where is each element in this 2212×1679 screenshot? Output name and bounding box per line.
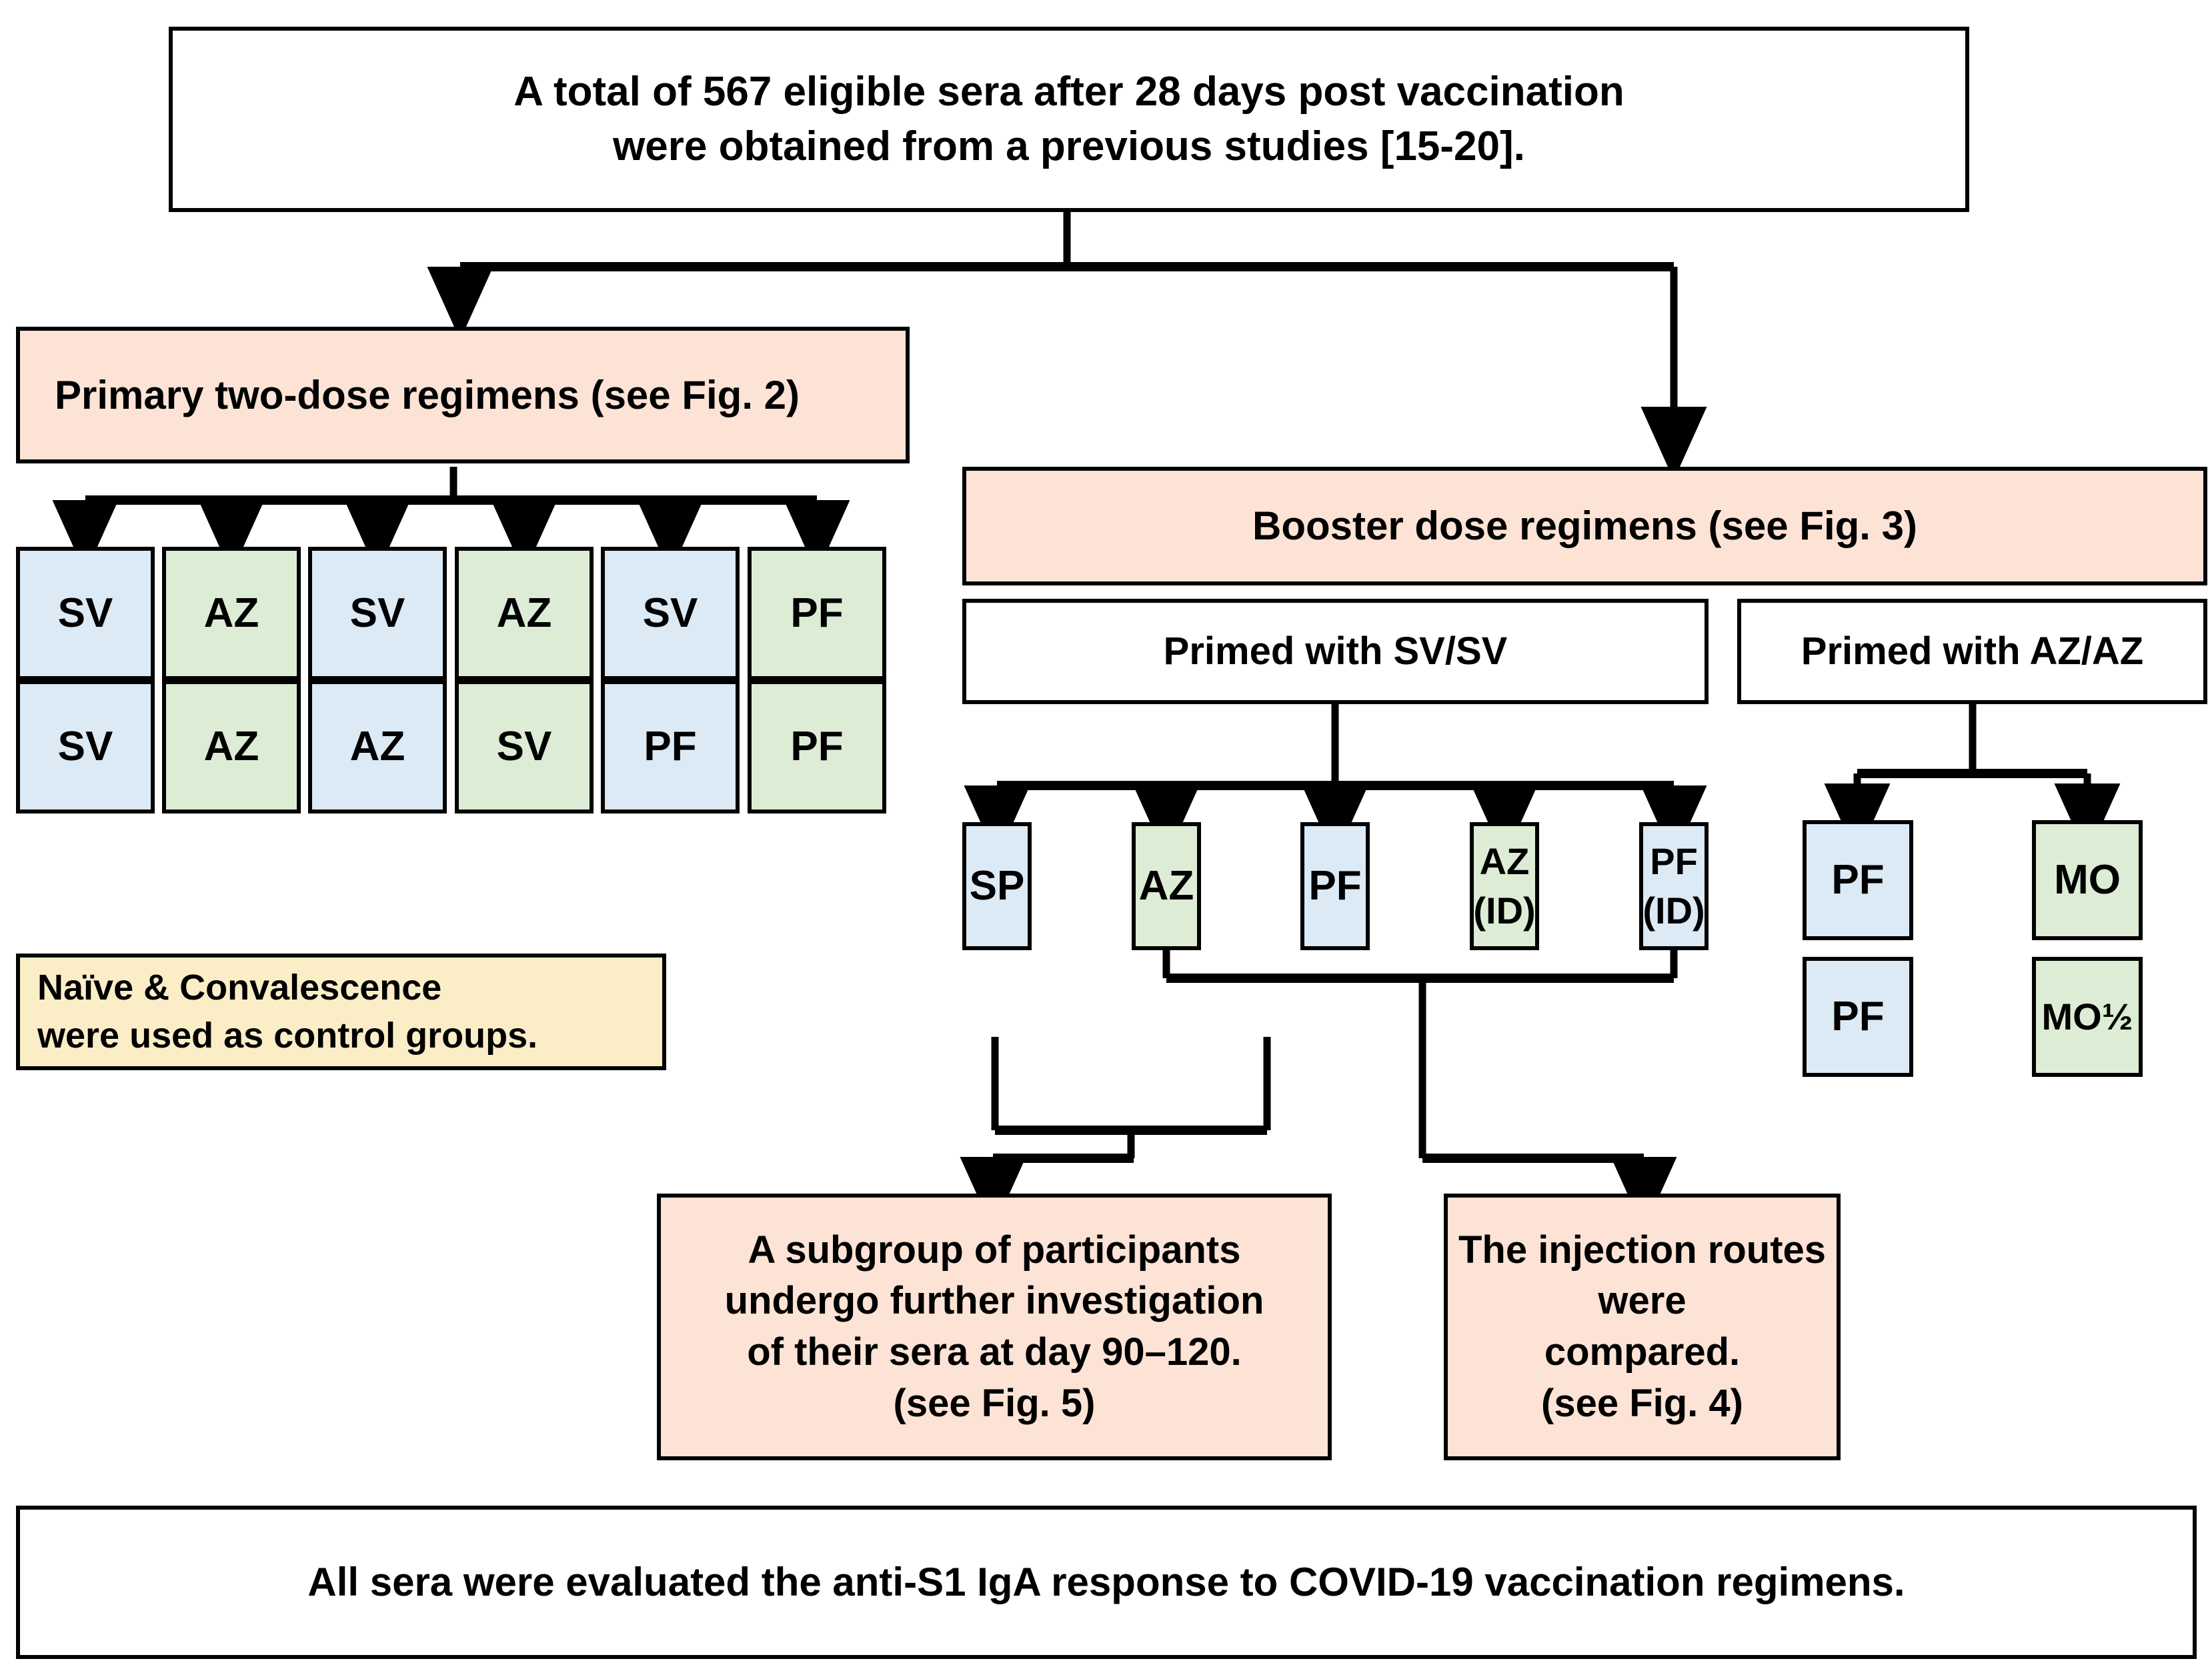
primary-dose1-chip-5[interactable]: SV <box>601 547 740 680</box>
primed-with-az-label: Primed with AZ/AZ <box>1801 629 2144 673</box>
booster-sv-chip-3[interactable]: PF <box>1300 822 1370 950</box>
primary-dose1-chip-1[interactable]: SV <box>16 547 155 680</box>
chip-label: MO <box>2054 857 2121 904</box>
outcome-injection-routes-box[interactable]: The injection routes were compared. (see… <box>1444 1194 1841 1460</box>
chip-label: AZ <box>349 723 405 770</box>
outcome-left-line-3: of their sera at day 90–120. <box>747 1330 1242 1374</box>
chip-label: PF <box>790 723 844 770</box>
booster-az-chip-2[interactable]: MO <box>2032 820 2143 940</box>
primary-dose2-chip-3[interactable]: AZ <box>308 680 447 813</box>
booster-sv-chip-2[interactable]: AZ <box>1132 822 1201 950</box>
primary-dose2-chip-4[interactable]: SV <box>455 680 594 813</box>
booster-az-chip-1[interactable]: PF <box>1803 820 1913 940</box>
primary-dose1-chip-6[interactable]: PF <box>748 547 886 680</box>
primed-with-az-box[interactable]: Primed with AZ/AZ <box>1737 599 2207 704</box>
primary-dose1-chip-2[interactable]: AZ <box>162 547 301 680</box>
footer-summary-box: All sera were evaluated the anti-S1 IgA … <box>16 1506 2197 1659</box>
chip-label: MO½ <box>2041 996 2133 1038</box>
outcome-subgroup-box[interactable]: A subgroup of participants undergo furth… <box>657 1194 1332 1460</box>
booster-regimens-label: Booster dose regimens (see Fig. 3) <box>1252 503 1917 549</box>
primed-with-sv-label: Primed with SV/SV <box>1163 629 1508 673</box>
control-note-line-2: were used as control groups. <box>37 1015 538 1056</box>
control-groups-note: Naïve & Convalescence were used as contr… <box>16 954 666 1070</box>
outcome-right-line-1: The injection routes were <box>1458 1228 1827 1323</box>
chip-label: SV <box>642 590 698 637</box>
outcome-left-line-2: undergo further investigation <box>724 1279 1264 1323</box>
primary-dose2-chip-6[interactable]: PF <box>748 680 886 813</box>
chip-label: PF <box>1831 994 1885 1040</box>
chip-label: AZ <box>496 590 552 637</box>
chip-label: SV <box>57 590 113 637</box>
chip-label-line1: SP <box>969 863 1025 910</box>
primary-dose2-chip-2[interactable]: AZ <box>162 680 301 813</box>
chip-label: AZ <box>203 723 259 770</box>
outcome-right-line-3: (see Fig. 4) <box>1541 1381 1743 1425</box>
primed-with-sv-box[interactable]: Primed with SV/SV <box>962 599 1709 704</box>
booster-sv-chip-1[interactable]: SP <box>962 822 1032 950</box>
chip-label-line1: PF <box>1308 863 1362 910</box>
chip-label-line1: AZ <box>1138 863 1194 910</box>
chip-label-line2: (ID) <box>1473 890 1536 932</box>
booster-regimens-band[interactable]: Booster dose regimens (see Fig. 3) <box>962 467 2207 585</box>
chip-label-line2: (ID) <box>1642 890 1705 932</box>
booster-sv-chip-4[interactable]: AZ (ID) <box>1470 822 1539 950</box>
chip-label: PF <box>790 590 844 637</box>
outcome-left-line-4: (see Fig. 5) <box>893 1381 1096 1425</box>
booster-az-chip-4[interactable]: MO½ <box>2032 957 2143 1077</box>
footer-summary-label: All sera were evaluated the anti-S1 IgA … <box>307 1560 1905 1605</box>
primary-regimens-label: Primary two-dose regimens (see Fig. 2) <box>55 372 800 417</box>
chip-label: PF <box>644 723 697 770</box>
chip-label: SV <box>57 723 113 770</box>
title-box: A total of 567 eligible sera after 28 da… <box>169 27 1969 212</box>
outcome-left-line-1: A subgroup of participants <box>748 1228 1241 1272</box>
chip-label: SV <box>349 590 405 637</box>
primary-dose1-chip-4[interactable]: AZ <box>455 547 594 680</box>
title-line-2: were obtained from a previous studies [1… <box>613 123 1525 169</box>
outcome-right-line-2: compared. <box>1544 1330 1741 1374</box>
chip-label: PF <box>1831 857 1885 904</box>
title-line-1: A total of 567 eligible sera after 28 da… <box>513 69 1624 115</box>
chip-label-line1: AZ <box>1479 840 1530 883</box>
control-note-line-1: Naïve & Convalescence <box>37 968 442 1008</box>
primary-regimens-band[interactable]: Primary two-dose regimens (see Fig. 2) <box>16 327 910 463</box>
chip-label-line1: PF <box>1650 840 1698 883</box>
primary-dose2-chip-1[interactable]: SV <box>16 680 155 813</box>
booster-az-chip-3[interactable]: PF <box>1803 957 1913 1077</box>
primary-dose1-chip-3[interactable]: SV <box>308 547 447 680</box>
chip-label: AZ <box>203 590 259 637</box>
booster-sv-chip-5[interactable]: PF (ID) <box>1639 822 1709 950</box>
primary-dose2-chip-5[interactable]: PF <box>601 680 740 813</box>
chip-label: SV <box>496 723 552 770</box>
